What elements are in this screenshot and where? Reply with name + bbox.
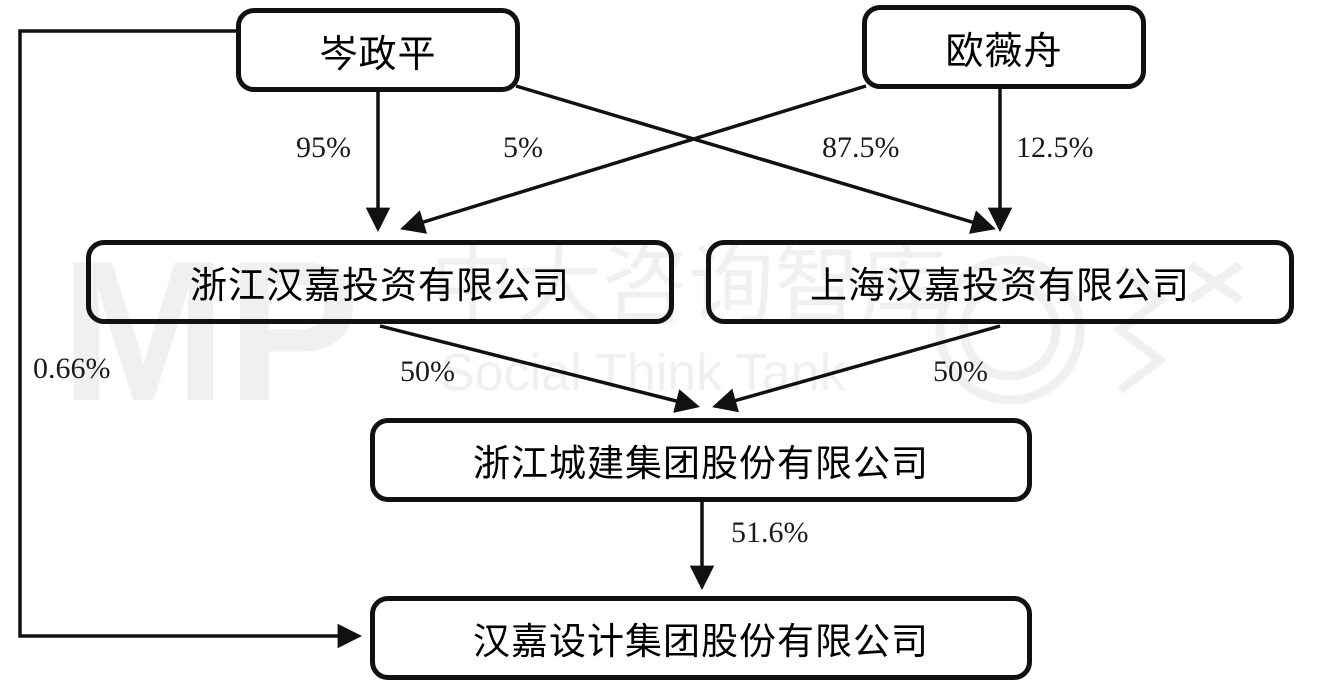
node-label: 岑政平 bbox=[319, 33, 437, 76]
edge-ou-to-zj-inv bbox=[400, 84, 867, 234]
edge-label-0-66-percent: 0.66% bbox=[33, 352, 111, 385]
watermark-zigzag bbox=[1112, 266, 1168, 394]
edge-label-50-percent-right: 50% bbox=[933, 355, 988, 388]
edge-label-51-6-percent: 51.6% bbox=[731, 516, 809, 549]
edge-sh-inv-to-zj-cheng bbox=[712, 324, 1001, 413]
node-ou-weizhou[interactable]: 欧薇舟 bbox=[862, 5, 1146, 89]
watermark: MP 中大咨询智库 Social Think Tank bbox=[60, 220, 1243, 443]
node-hanjia-design-group[interactable]: 汉嘉设计集团股份有限公司 bbox=[370, 596, 1032, 680]
node-zhejiang-hanjia-investment[interactable]: 浙江汉嘉投资有限公司 bbox=[86, 240, 674, 324]
edge-label-12-5-percent: 12.5% bbox=[1016, 131, 1094, 164]
edge-label-95-percent: 95% bbox=[296, 131, 351, 164]
node-zhejiang-chengjian-group[interactable]: 浙江城建集团股份有限公司 bbox=[370, 418, 1032, 502]
watermark-ring-outer bbox=[935, 255, 1085, 405]
watermark-cn-text: 中大咨询智库 bbox=[430, 238, 946, 334]
watermark-ring-inner bbox=[959, 279, 1061, 381]
node-label: 汉嘉设计集团股份有限公司 bbox=[473, 621, 929, 662]
node-label: 浙江城建集团股份有限公司 bbox=[473, 443, 929, 484]
edge-cen-to-sh-inv bbox=[515, 84, 996, 234]
edge-label-50-percent-left: 50% bbox=[400, 355, 455, 388]
edge-label-5-percent: 5% bbox=[503, 131, 543, 164]
node-shanghai-hanjia-investment[interactable]: 上海汉嘉投资有限公司 bbox=[706, 240, 1294, 324]
watermark-cross bbox=[1187, 261, 1243, 304]
edge-cen-to-hanjia bbox=[18, 29, 363, 649]
edge-zj-inv-to-zj-cheng bbox=[379, 324, 700, 413]
node-label: 浙江汉嘉投资有限公司 bbox=[190, 265, 570, 306]
node-cen-zhengping[interactable]: 岑政平 bbox=[236, 8, 520, 92]
node-label: 上海汉嘉投资有限公司 bbox=[810, 265, 1190, 306]
node-label: 欧薇舟 bbox=[945, 30, 1063, 73]
edge-label-87-5-percent: 87.5% bbox=[822, 131, 900, 164]
watermark-logo-text: MP bbox=[60, 220, 360, 443]
